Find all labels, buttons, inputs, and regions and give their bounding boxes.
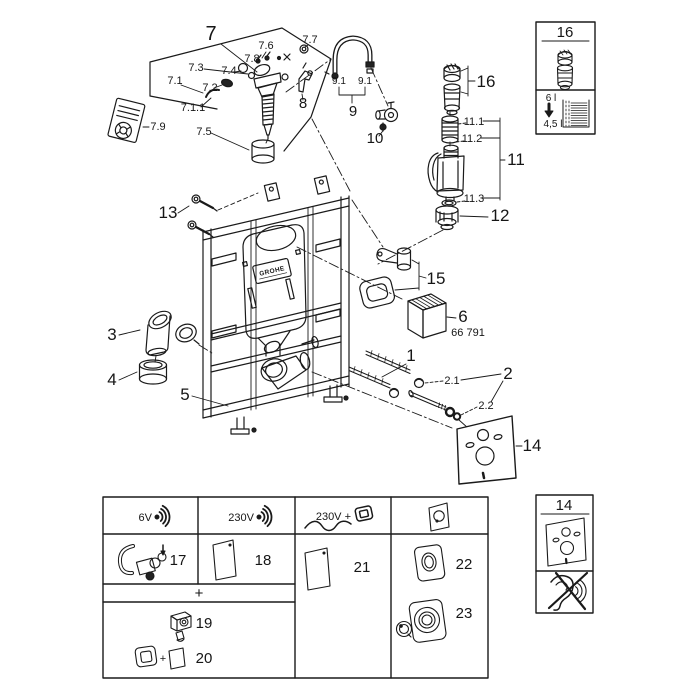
leader-lines — [118, 43, 523, 447]
table-item-22: 22 — [456, 556, 473, 573]
part-label-4: 4 — [107, 370, 116, 389]
part-16-valve-exploded — [443, 63, 461, 116]
part-23-icon — [395, 599, 447, 643]
part-label-7-4: 7.4 — [221, 65, 236, 77]
part-label-9-1b: 9.1 — [358, 76, 372, 87]
part-label-9-1a: 9.1 — [332, 76, 346, 87]
legend-16-volume-reduced: 4,5 l — [544, 119, 563, 130]
table-plus-row: + — [195, 585, 204, 602]
part-label-2-2: 2.2 — [478, 400, 493, 412]
part-6-box — [407, 293, 447, 339]
part-label-6: 6 — [458, 307, 467, 326]
part-label-2-1: 2.1 — [444, 375, 459, 387]
part-4-cap — [138, 359, 168, 385]
part-15-flush-bend — [359, 247, 412, 309]
table-item-18: 18 — [255, 552, 272, 569]
legend-16-number: 16 — [557, 24, 574, 41]
part-21-icon — [304, 547, 331, 591]
part-7-assembly-outline — [149, 27, 332, 152]
part-5-mounting-frame — [202, 175, 350, 435]
part-label-11-2: 11.2 — [462, 133, 483, 145]
part-label-6-code: 66 791 — [451, 327, 485, 339]
part-label-10: 10 — [367, 130, 384, 147]
cistern — [242, 224, 307, 357]
part-label-7-3: 7.3 — [188, 62, 203, 74]
part-2-fixing-set — [388, 377, 462, 421]
part-label-12: 12 — [491, 206, 510, 225]
part-label-7-1: 7.1 — [167, 75, 182, 87]
table-plus-inline: + — [160, 653, 166, 665]
legend-box-16 — [535, 21, 596, 135]
part-18-icon — [212, 539, 237, 581]
part-label-7-6: 7.6 — [258, 40, 273, 52]
part-label-7-1-1: 7.1.1 — [181, 102, 205, 114]
part-14-insulation-pad — [456, 415, 517, 485]
table-item-23: 23 — [456, 605, 473, 622]
table-item-17: 17 — [170, 552, 187, 569]
table-header-230v-plus: 230V + — [316, 511, 351, 523]
table-header-6v: 6V — [139, 512, 153, 524]
part-19-icon — [170, 611, 192, 642]
table-item-20: 20 — [196, 650, 213, 667]
part-label-9: 9 — [349, 103, 357, 120]
part-label-1: 1 — [406, 346, 415, 365]
part-label-2: 2 — [503, 364, 512, 383]
part-label-14: 14 — [523, 436, 542, 455]
part-label-8: 8 — [299, 95, 307, 112]
part-3-elbow — [145, 310, 200, 357]
center-lines — [154, 58, 469, 429]
part-label-15: 15 — [427, 269, 446, 288]
table-item-21: 21 — [354, 559, 371, 576]
part-17-icon — [117, 544, 167, 581]
part-label-11-3: 11.3 — [464, 193, 485, 205]
part-label-3: 3 — [107, 325, 116, 344]
sound-insulation-pad-icon — [545, 517, 587, 567]
part-label-7-7: 7.7 — [302, 34, 317, 46]
part-label-5: 5 — [180, 385, 189, 404]
legend-16-volume-full: 6 l — [546, 93, 557, 104]
part-9-flush-hose — [324, 35, 375, 80]
part-label-7-2: 7.2 — [202, 82, 217, 94]
no-noise-ear-icon — [547, 571, 589, 611]
part-7-9-sachet — [107, 97, 146, 143]
flush-plate-icon — [428, 502, 450, 532]
table-header-230v: 230V — [228, 512, 254, 524]
part-11-flush-valve — [427, 115, 465, 207]
part-8-bracket — [298, 62, 313, 93]
part-label-11-1: 11.1 — [464, 116, 485, 128]
part-22-icon — [413, 544, 446, 582]
part-label-7-9: 7.9 — [150, 121, 165, 133]
part-1-threaded-rods — [348, 350, 411, 389]
drain-elbow — [260, 335, 319, 390]
legend-box-14 — [535, 494, 594, 614]
part-20-icon — [134, 645, 186, 670]
part-12-fitting — [435, 205, 459, 231]
part-label-7-5: 7.5 — [196, 126, 211, 138]
fill-valve-icon — [556, 49, 574, 91]
power-cable-icon — [304, 505, 374, 532]
part-label-11: 11 — [507, 150, 525, 169]
part-label-16: 16 — [477, 72, 496, 91]
part-10-angle-valve — [375, 101, 399, 132]
options-table-grid — [102, 496, 489, 679]
part-label-7: 7 — [205, 23, 216, 45]
table-item-19: 19 — [196, 615, 213, 632]
part-label-13: 13 — [159, 203, 178, 222]
legend-14-number: 14 — [556, 497, 573, 514]
radio-waves-icon — [256, 504, 273, 528]
part-label-7-8: 7.8 — [244, 53, 259, 65]
radio-waves-icon — [154, 504, 171, 528]
cistern-volume-icon — [562, 99, 590, 128]
down-arrow-icon — [544, 102, 554, 118]
part-7-filling-valve — [205, 44, 309, 164]
